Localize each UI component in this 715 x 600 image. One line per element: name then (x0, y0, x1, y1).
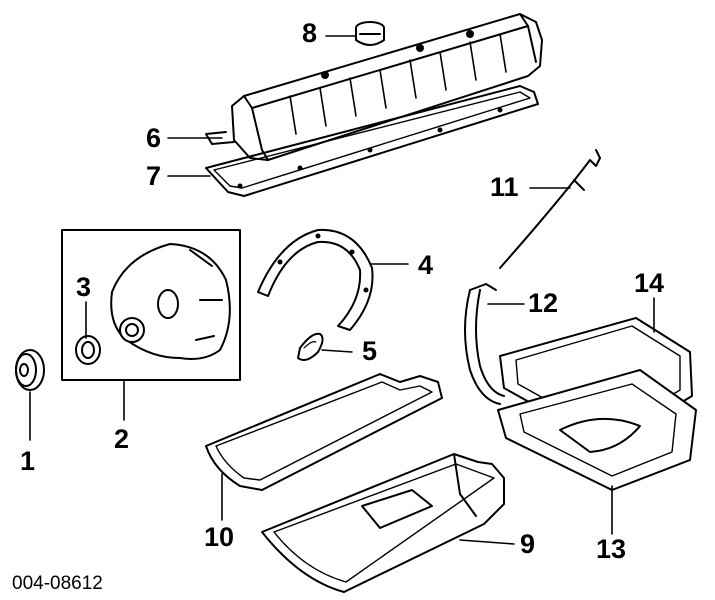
callout-5: 5 (362, 336, 378, 366)
valve-cover (205, 13, 543, 161)
timing-chain-cover (110, 243, 231, 360)
callout-2: 2 (114, 424, 130, 454)
callout-10: 10 (204, 522, 235, 552)
oil-filler-cap (355, 21, 385, 46)
callout-12: 12 (528, 288, 559, 318)
callout-6: 6 (146, 123, 162, 153)
small-gasket (297, 332, 324, 361)
oil-dipstick (499, 149, 601, 269)
document-id: 004-08612 (12, 573, 103, 594)
right-oil-pan (497, 369, 697, 491)
vibration-damper (15, 349, 45, 391)
callout-7: 7 (146, 161, 162, 191)
callout-1: 1 (20, 446, 36, 476)
oil-pan-gasket (205, 373, 443, 491)
oil-pan (261, 453, 505, 593)
callout-9: 9 (520, 529, 536, 559)
callout-8: 8 (302, 18, 318, 48)
leader-lines (29, 35, 655, 545)
timing-cover-gasket (257, 228, 374, 331)
dipstick-tube (464, 283, 505, 405)
callout-14: 14 (634, 268, 665, 298)
callout-13: 13 (596, 534, 627, 564)
timing-cover-oil-seal (75, 335, 101, 365)
right-oil-pan-gasket (499, 317, 693, 447)
callout-4: 4 (418, 250, 434, 280)
timing-cover-inset-frame (61, 229, 241, 381)
callout-11: 11 (490, 172, 519, 202)
callout-3: 3 (76, 272, 92, 302)
valve-cover-gasket (205, 85, 539, 197)
